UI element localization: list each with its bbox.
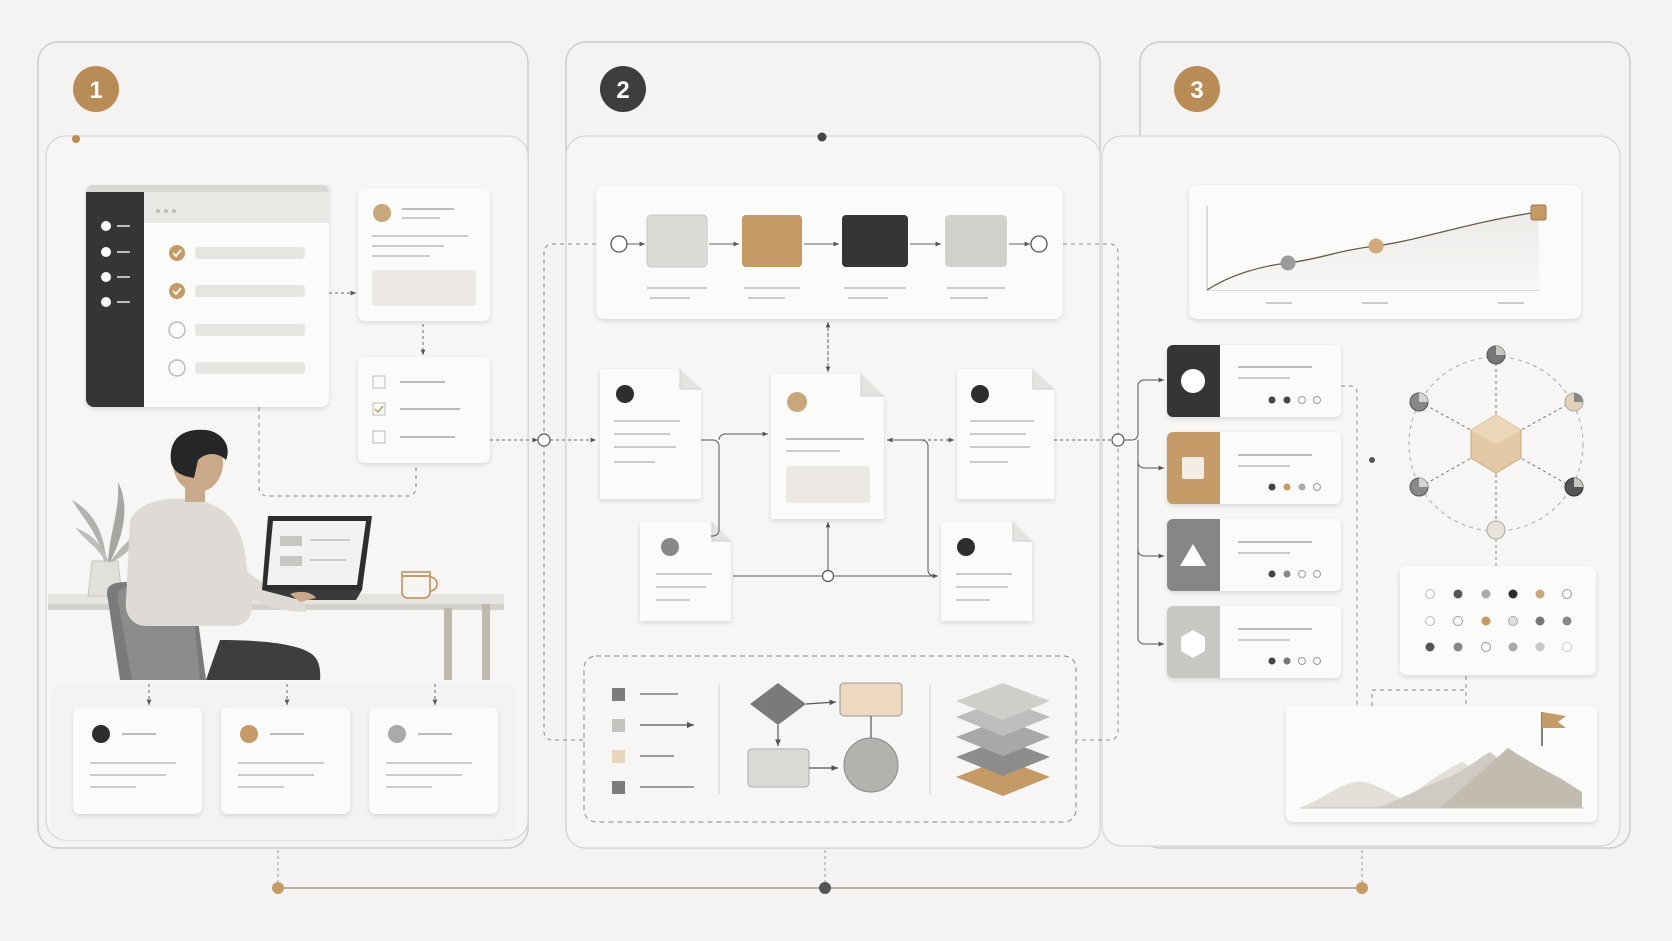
hexagon-network-icon [1408, 345, 1584, 540]
flowchart-icon [747, 682, 903, 793]
step-badge-3: 3 [1174, 66, 1220, 112]
coffee-mug-icon [401, 571, 438, 599]
document-main [771, 374, 884, 519]
step-number-2: 2 [616, 77, 629, 104]
summary-card-accent [221, 707, 350, 814]
legend-list [612, 688, 694, 794]
person-at-desk-illustration [48, 429, 504, 680]
checklist-rows [168, 245, 305, 377]
layers-icon [956, 683, 1050, 796]
line-chart-icon [1189, 185, 1581, 319]
laptop-icon [262, 516, 372, 600]
document-icon [600, 369, 701, 499]
document-bottom-left [640, 522, 731, 621]
step-number-3: 3 [1190, 77, 1203, 104]
timeline [272, 850, 1368, 894]
step-badge-2: 2 [600, 66, 646, 112]
mountain-flag-icon [1286, 706, 1597, 822]
status-card-circle [1167, 345, 1341, 417]
status-card-square [1167, 432, 1341, 504]
app-window-dots [156, 209, 176, 213]
step-badge-1: 1 [73, 66, 119, 112]
document-right [957, 369, 1054, 499]
status-card-hexagon [1167, 606, 1341, 678]
summary-card-gray [369, 707, 498, 814]
document-bottom-right [941, 522, 1032, 621]
summary-card-dark [73, 707, 202, 814]
step-number-1: 1 [89, 77, 102, 104]
dot-matrix-icon [1400, 566, 1596, 675]
app-window-sidebar [101, 221, 130, 307]
status-card-triangle [1167, 519, 1341, 591]
